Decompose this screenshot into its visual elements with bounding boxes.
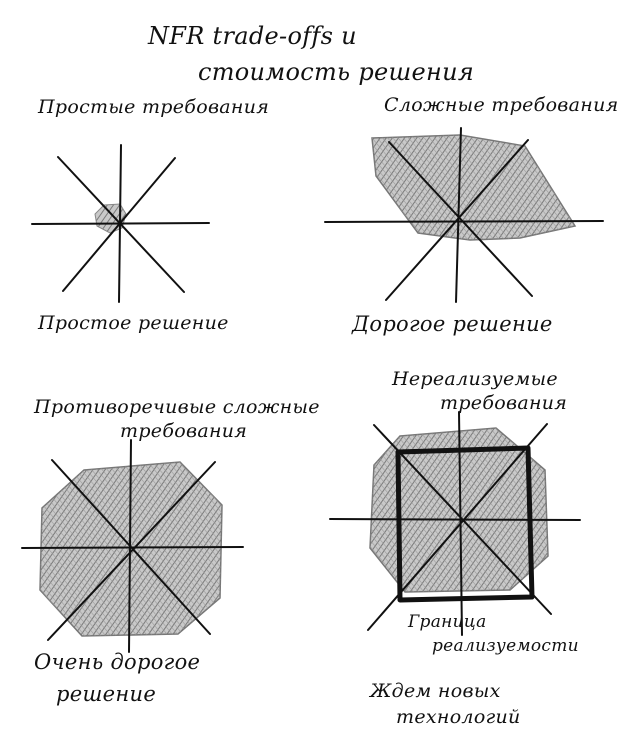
axis-vertical <box>455 127 462 303</box>
expensive-solution-label: Дорогое решение <box>352 312 553 336</box>
diagram-title-line2: стоимость решения <box>198 58 475 86</box>
feasibility-boundary-label-line1: Граница <box>408 612 487 632</box>
waiting-new-tech-label-line2: технологий <box>396 706 521 728</box>
axis-diagonal-2 <box>385 139 529 301</box>
simple-requirements-area <box>94 203 127 234</box>
axis-diagonal-2 <box>62 157 176 292</box>
unrealizable-requirements-radar <box>329 411 581 636</box>
very-expensive-solution-label-line2: решение <box>56 682 157 706</box>
contradictory-requirements-label-line1: Противоречивые сложные <box>34 396 320 418</box>
unrealizable-requirements-label-line1: Нереализуемые <box>392 368 558 390</box>
axis-diagonal-1 <box>57 156 185 293</box>
axis-diagonal-1 <box>388 141 533 297</box>
feasibility-boundary-label-line2: реализуемости <box>432 636 579 656</box>
simple-solution-label: Простое решение <box>38 312 229 334</box>
axis-diagonal-1 <box>51 459 211 635</box>
diagram-title-line1: NFR trade-offs и <box>148 22 357 50</box>
very-expensive-solution-label-line1: Очень дорогое <box>34 650 201 674</box>
simple-requirements-label: Простые требования <box>38 96 270 118</box>
axis-horizontal <box>329 518 581 521</box>
complex-requirements-label: Сложные требования <box>384 94 619 116</box>
contradictory-requirements-label-line2: требования <box>120 420 248 442</box>
feasibility-boundary-square <box>395 445 535 603</box>
contradictory-requirements-radar <box>21 439 244 653</box>
complex-requirements-radar <box>324 127 604 303</box>
simple-requirements-radar <box>31 144 210 303</box>
axis-diagonal-2 <box>47 461 216 641</box>
axis-diagonal-1 <box>373 424 552 615</box>
unrealizable-requirements-label-line2: требования <box>440 392 568 414</box>
waiting-new-tech-label-line1: Ждем новых <box>370 680 501 702</box>
